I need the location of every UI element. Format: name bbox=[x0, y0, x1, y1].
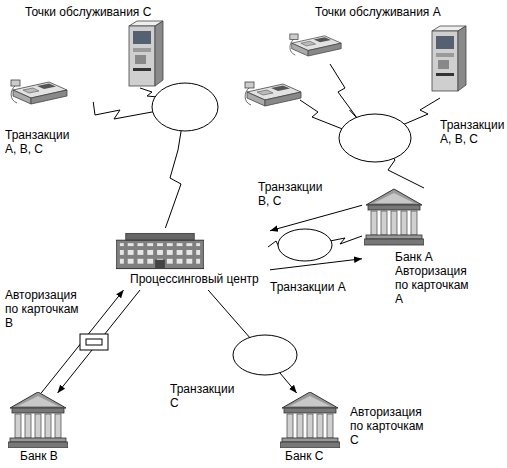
service-points-group: Точки обслуживания А bbox=[235, 2, 502, 110]
network-ellipse bbox=[152, 83, 218, 131]
edge-label: Транзакции А bbox=[270, 280, 370, 294]
bank-note: Авторизация по карточкам А bbox=[395, 264, 475, 306]
bank-building-icon bbox=[280, 392, 340, 448]
bank-name: Банк С bbox=[285, 449, 345, 463]
bank-node: Банк ААвторизация по карточкам А bbox=[362, 188, 477, 300]
bank-building-icon bbox=[364, 189, 424, 245]
card-reader-device bbox=[80, 334, 108, 350]
flow-arrow bbox=[270, 259, 362, 270]
group-title: Точки обслуживания С bbox=[25, 5, 170, 19]
bank-node: Банк С Авторизация по карточкам С bbox=[275, 393, 440, 468]
bank-name: Банк В bbox=[20, 449, 75, 463]
network-ellipse bbox=[233, 335, 297, 375]
edge-label: Транзакции А, В, С bbox=[5, 128, 77, 156]
node-title: Процессинговый центр bbox=[130, 272, 270, 286]
connector-group bbox=[41, 102, 424, 393]
pos-terminal-icon bbox=[245, 82, 301, 106]
radio-link bbox=[400, 98, 440, 126]
pos-terminal-icon bbox=[11, 80, 67, 104]
radio-links bbox=[140, 64, 440, 249]
card-reader-body bbox=[80, 334, 108, 350]
card-reader-slot bbox=[86, 339, 102, 345]
edge-label: Транзакции А, В, С bbox=[440, 118, 507, 146]
bank-building-icon bbox=[8, 392, 68, 448]
service-points-group: Точки обслуживания С bbox=[5, 2, 168, 102]
edge-label: Транзакции В, С bbox=[258, 180, 330, 208]
edge-label: Транзакции С bbox=[170, 382, 238, 410]
pos-terminal-icon bbox=[290, 34, 341, 56]
atm-icon bbox=[129, 21, 163, 86]
network-ellipse bbox=[339, 114, 411, 162]
edge-label: Авторизация по карточкам В bbox=[5, 288, 87, 330]
radio-link bbox=[300, 100, 345, 130]
processing-center: Процессинговый центр bbox=[120, 228, 270, 290]
bank-note: Авторизация по карточкам С bbox=[350, 405, 430, 447]
atm-icon bbox=[432, 26, 466, 91]
bank-name: Банк А bbox=[395, 250, 475, 264]
group-title: Точки обслуживания А bbox=[315, 5, 465, 19]
bank-node: Банк В bbox=[5, 393, 75, 468]
flow-arrow bbox=[270, 205, 362, 230]
office-building-icon bbox=[116, 233, 204, 268]
network-ellipse bbox=[278, 229, 332, 261]
radio-link bbox=[330, 64, 360, 122]
flow-arrow bbox=[208, 290, 297, 393]
